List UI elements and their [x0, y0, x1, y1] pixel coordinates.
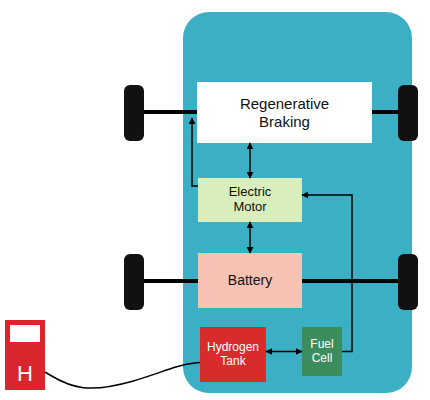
- component-label: Regenerative Braking: [231, 95, 338, 130]
- component-box: Fuel Cell: [302, 327, 342, 376]
- wheel: [124, 85, 144, 141]
- wheel: [124, 254, 144, 310]
- component-label: Battery: [228, 272, 272, 288]
- fuel-pump: H: [5, 320, 45, 390]
- flow-arrow: [249, 222, 251, 253]
- wheel: [398, 85, 418, 141]
- component-box: Battery: [198, 253, 302, 308]
- component-label: H: [17, 361, 33, 386]
- drive-arrow: [192, 118, 198, 186]
- component-label: Electric Motor: [218, 185, 282, 215]
- component-label: Fuel Cell: [304, 338, 340, 366]
- component-label: Hydrogen Tank: [205, 341, 261, 369]
- component-box: Regenerative Braking: [197, 82, 372, 143]
- fuel-hose: [45, 363, 200, 389]
- flow-arrow: [266, 351, 302, 353]
- component-box: Electric Motor: [198, 178, 302, 222]
- wheel: [398, 254, 418, 310]
- vehicle-body: [183, 12, 412, 393]
- flow-arrow: [302, 195, 352, 352]
- flow-arrow: [249, 143, 251, 178]
- component-box: Hydrogen Tank: [200, 327, 266, 382]
